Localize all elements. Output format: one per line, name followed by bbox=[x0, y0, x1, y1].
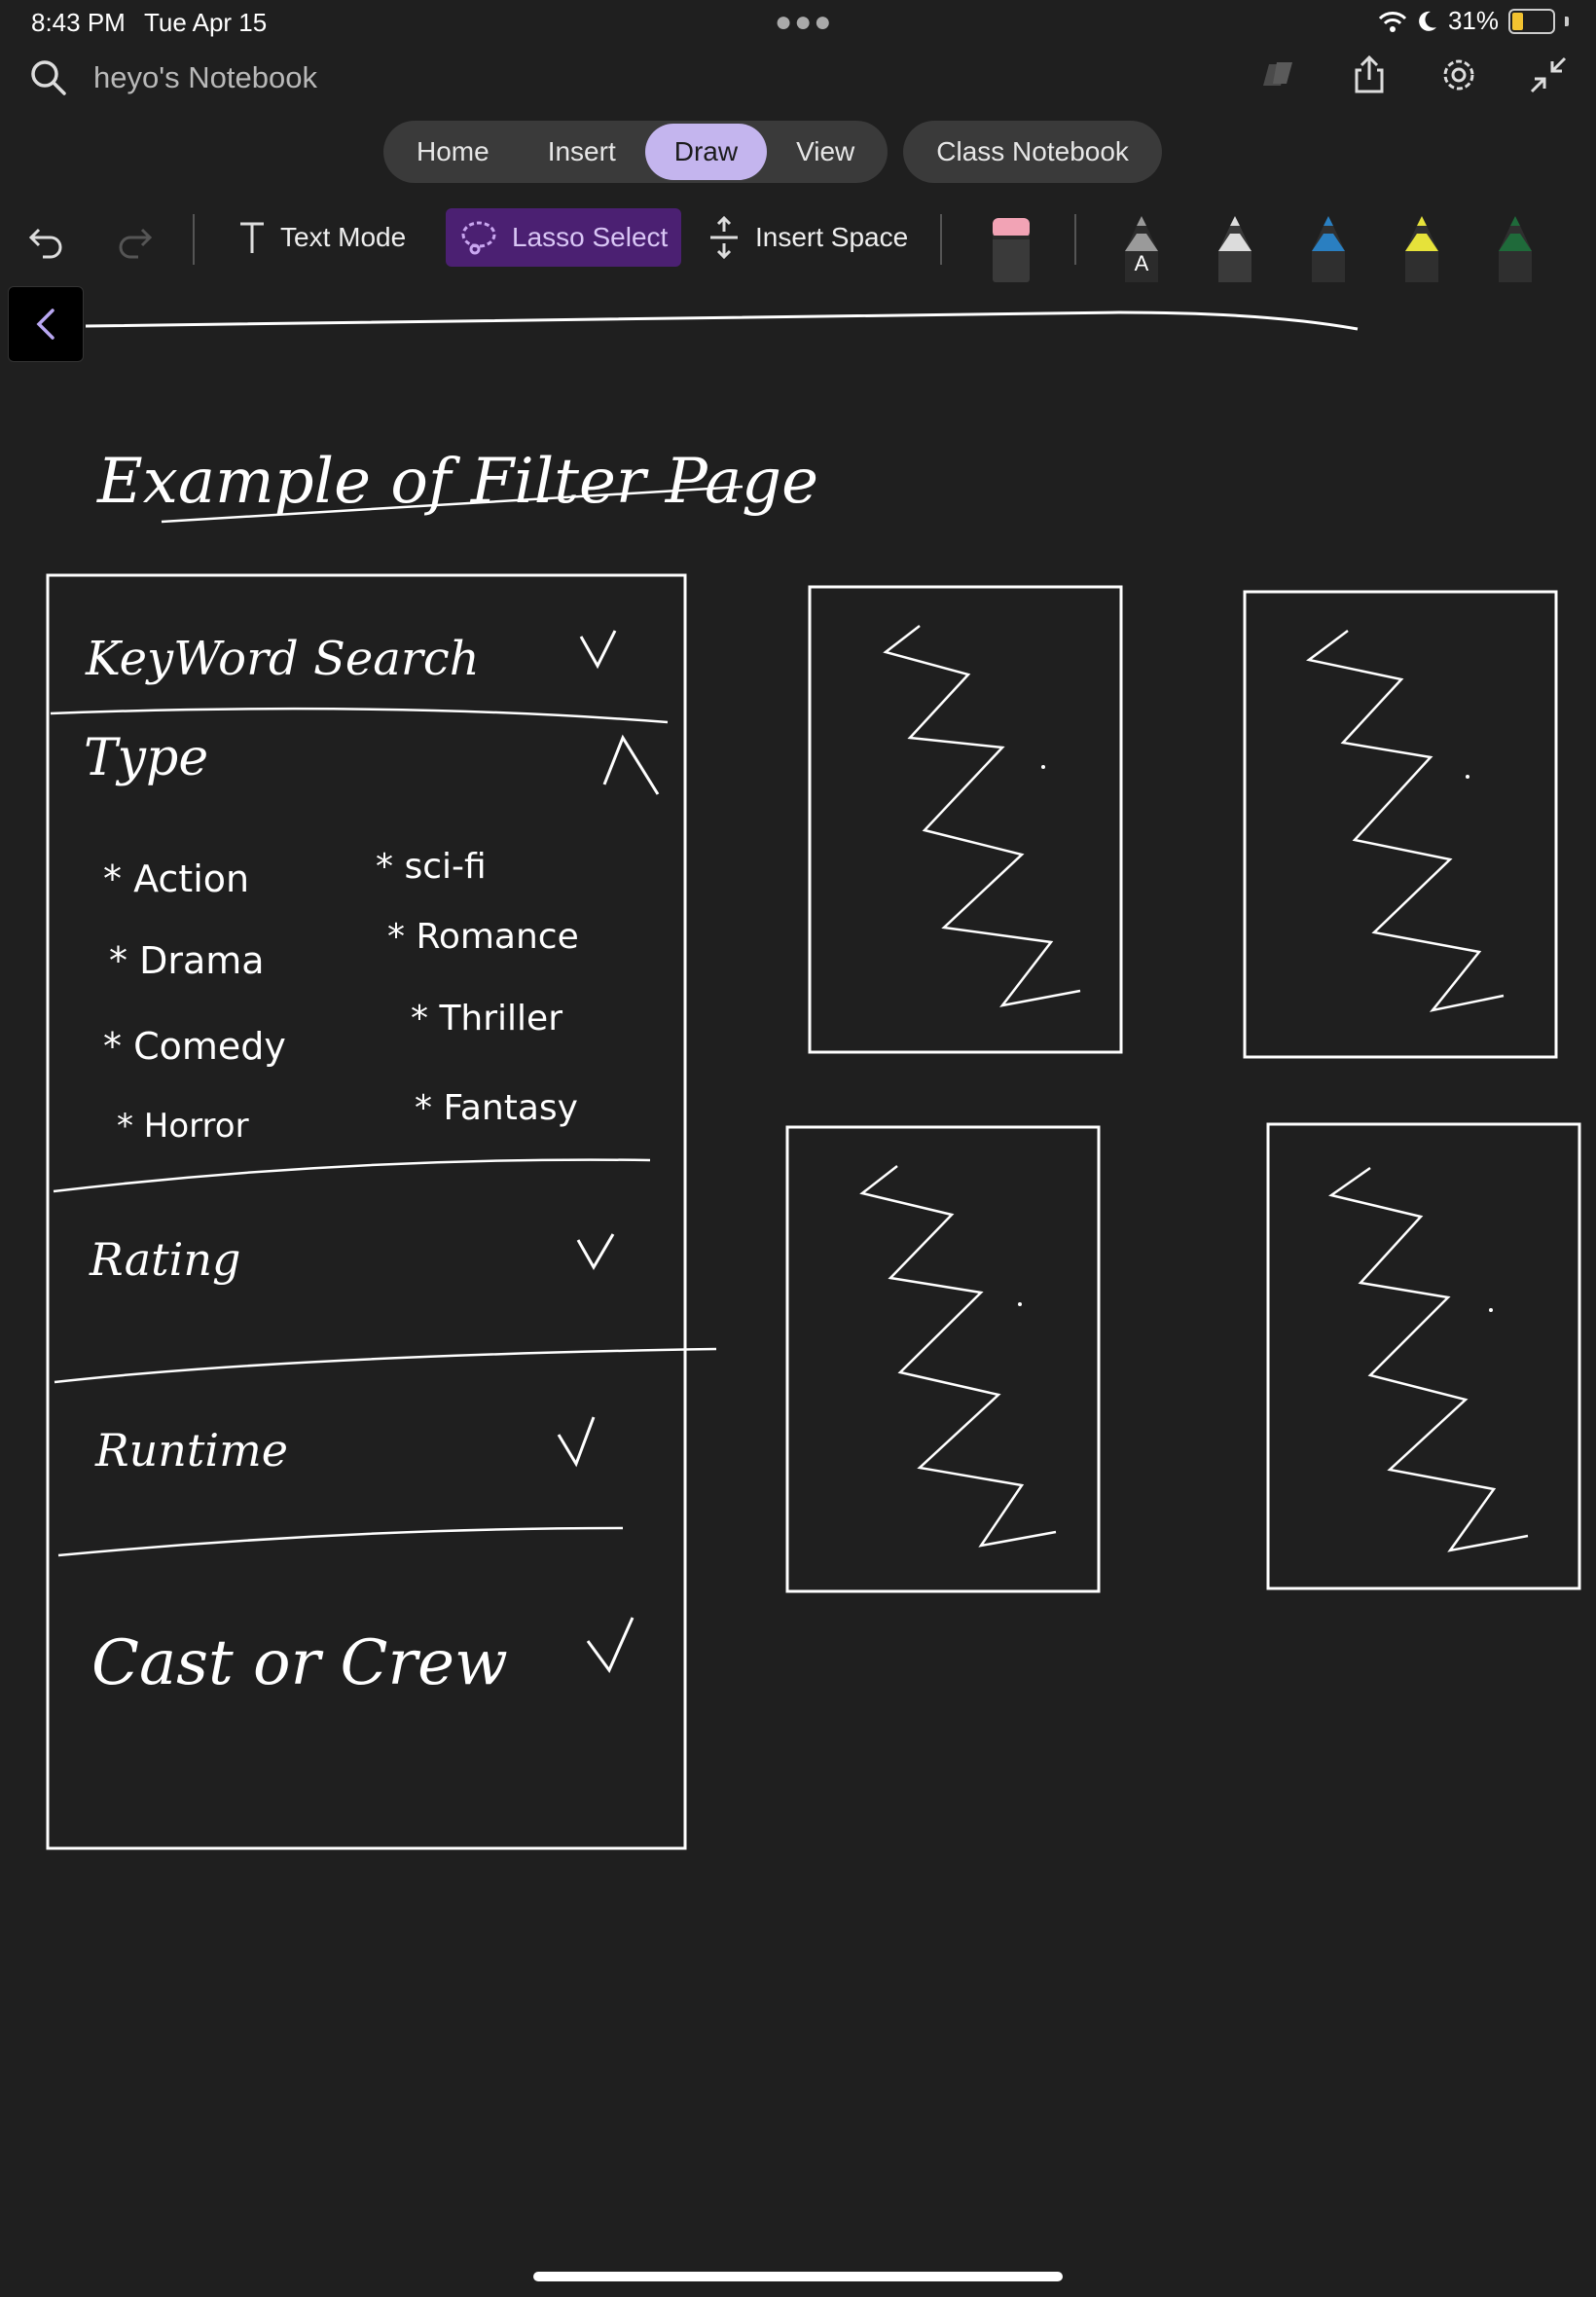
genre-thriller: * Thriller bbox=[411, 999, 562, 1039]
genre-comedy: * Comedy bbox=[103, 1025, 286, 1068]
genre-romance: * Romance bbox=[387, 917, 579, 957]
toolbar-divider bbox=[940, 214, 942, 265]
filter-rating: Rating bbox=[89, 1233, 240, 1286]
eraser-icon[interactable] bbox=[989, 214, 1034, 282]
toolbar-divider bbox=[1074, 214, 1076, 265]
collapse-icon[interactable] bbox=[1526, 53, 1571, 97]
battery-icon bbox=[1508, 8, 1555, 34]
filter-panel bbox=[46, 573, 687, 1850]
redo-icon[interactable] bbox=[113, 208, 156, 267]
genre-horror: * Horror bbox=[117, 1107, 249, 1146]
notebook-title[interactable]: heyo's Notebook bbox=[93, 60, 317, 94]
pen-yellow-icon[interactable] bbox=[1399, 214, 1444, 282]
text-icon bbox=[240, 222, 264, 253]
status-time: 8:43 PM bbox=[31, 8, 126, 37]
status-indicators: 31% bbox=[1378, 6, 1569, 36]
pen-black-a-icon[interactable]: A bbox=[1119, 214, 1164, 282]
multitasking-dots-icon[interactable]: ●●● bbox=[775, 6, 834, 38]
text-mode-button[interactable]: Text Mode bbox=[237, 208, 406, 267]
divider bbox=[53, 1158, 651, 1193]
filter-type: Type bbox=[84, 729, 208, 787]
text-mode-label: Text Mode bbox=[280, 222, 407, 252]
draw-toolbar: Text Mode Lasso Select Insert Space A bbox=[0, 201, 1596, 282]
tab-class-notebook[interactable]: Class Notebook bbox=[936, 136, 1129, 166]
pen-gray-icon[interactable] bbox=[1213, 214, 1257, 282]
genre-drama: * Drama bbox=[109, 939, 265, 982]
toolbar-divider bbox=[193, 214, 195, 265]
share-icon[interactable] bbox=[1347, 53, 1392, 97]
note-canvas[interactable]: Example of Filter Page KeyWord Search Ty… bbox=[0, 280, 1596, 2297]
copilot-icon[interactable] bbox=[1257, 53, 1302, 97]
genre-scifi: * sci-fi bbox=[376, 847, 487, 887]
lasso-select-label: Lasso Select bbox=[512, 222, 669, 252]
genre-fantasy: * Fantasy bbox=[415, 1088, 578, 1128]
search-icon[interactable] bbox=[27, 56, 70, 99]
battery-nub bbox=[1565, 16, 1569, 26]
back-button[interactable] bbox=[8, 286, 84, 362]
wifi-icon bbox=[1378, 11, 1407, 32]
sketch-title: Example of Filter Page bbox=[96, 446, 818, 518]
title-underline bbox=[161, 485, 744, 524]
tab-view[interactable]: View bbox=[796, 136, 855, 166]
divider bbox=[54, 1347, 717, 1384]
chevron-left-icon bbox=[36, 309, 54, 340]
lasso-select-button[interactable]: Lasso Select bbox=[446, 208, 682, 267]
divider bbox=[57, 1526, 624, 1557]
result-card bbox=[808, 585, 1123, 1054]
filter-keyword-search: KeyWord Search bbox=[85, 632, 480, 686]
insert-space-icon bbox=[710, 216, 738, 259]
status-bar: 8:43 PM Tue Apr 15 ●●● 31% bbox=[0, 0, 1596, 47]
ink-layer: Example of Filter Page KeyWord Search Ty… bbox=[46, 310, 1581, 1850]
pen-green-icon[interactable] bbox=[1493, 214, 1538, 282]
tab-home[interactable]: Home bbox=[417, 136, 490, 166]
lasso-icon bbox=[461, 221, 496, 255]
top-ink-line bbox=[85, 310, 1359, 331]
status-date: Tue Apr 15 bbox=[144, 8, 268, 37]
genre-action: * Action bbox=[103, 857, 249, 900]
rating-chevron-down-icon bbox=[576, 1233, 615, 1270]
pen-label: A bbox=[1135, 251, 1149, 275]
moon-icon bbox=[1419, 11, 1436, 31]
filter-runtime: Runtime bbox=[94, 1424, 288, 1477]
pen-blue-icon[interactable] bbox=[1306, 214, 1351, 282]
title-bar: heyo's Notebook bbox=[0, 49, 1596, 109]
divider bbox=[50, 707, 669, 724]
tab-group-class: Class Notebook bbox=[903, 121, 1162, 183]
runtime-chevron-down-icon bbox=[557, 1416, 596, 1468]
title-actions bbox=[1257, 53, 1571, 97]
insert-space-label: Insert Space bbox=[755, 222, 909, 252]
tab-draw[interactable]: Draw bbox=[644, 124, 768, 180]
tab-insert[interactable]: Insert bbox=[547, 136, 616, 166]
type-chevron-up-icon bbox=[602, 734, 660, 795]
cast-chevron-down-icon bbox=[586, 1617, 635, 1673]
gear-icon[interactable] bbox=[1436, 53, 1481, 97]
insert-space-button[interactable]: Insert Space bbox=[707, 208, 908, 267]
tab-group-main: Home Insert Draw View bbox=[383, 121, 889, 183]
result-card bbox=[1266, 1122, 1581, 1590]
result-card bbox=[1243, 590, 1558, 1059]
result-card bbox=[785, 1125, 1101, 1593]
keyword-chevron-down-icon bbox=[579, 630, 617, 670]
home-indicator[interactable] bbox=[533, 2272, 1063, 2281]
ribbon-tabs: Home Insert Draw View Class Notebook bbox=[383, 121, 1162, 183]
undo-icon[interactable] bbox=[25, 208, 68, 267]
battery-percent: 31% bbox=[1447, 6, 1499, 35]
filter-cast-or-crew: Cast or Crew bbox=[91, 1627, 508, 1699]
